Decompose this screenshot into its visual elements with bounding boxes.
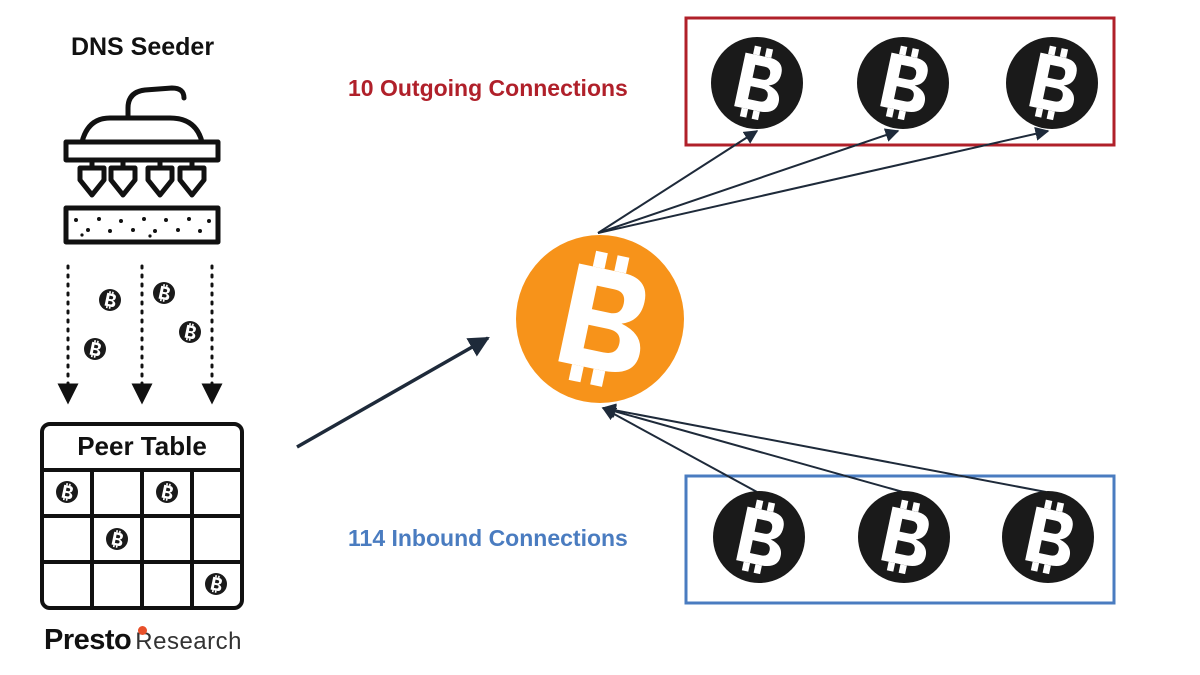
outgoing-peer-bitcoin-icon: [857, 37, 949, 129]
outgoing-connections-label: 10 Outgoing Connections: [348, 75, 628, 101]
inbound-connections-label: 114 Inbound Connections: [348, 525, 628, 551]
outgoing-arrow: [597, 128, 900, 234]
outgoing-peer-bitcoin-icon: [1006, 37, 1098, 129]
peer-table-grid: [40, 422, 244, 610]
inbound-peer-bitcoin-icon: [713, 491, 805, 583]
outgoing-connections-box: [684, 16, 1116, 147]
logo-dot-icon: [138, 626, 147, 635]
inbound-connections-box: [684, 474, 1116, 605]
seed-address-bitcoin-icon: [84, 338, 106, 360]
inbound-arrows: [601, 403, 1047, 493]
outgoing-arrow: [597, 130, 759, 234]
logo-wordmark-light: Research: [135, 628, 242, 655]
inbound-peer-bitcoin-icon: [858, 491, 950, 583]
dns-seeder-title: DNS Seeder: [70, 33, 215, 61]
seed-drop-arrows: [57, 264, 223, 405]
peer-table-entry-bitcoin-icon: [56, 481, 78, 503]
soil-dots: [74, 217, 211, 238]
outgoing-peer-bitcoin-icon: [711, 37, 803, 129]
peer-table-title: Peer Table: [77, 431, 207, 461]
inbound-peer-bitcoin-icon: [1002, 491, 1094, 583]
peer-table-entry-bitcoin-icon: [205, 573, 227, 595]
logo-wordmark-bold: Presto: [44, 624, 132, 656]
outgoing-arrows: [597, 126, 1050, 234]
peer-table-entry-bitcoin-icon: [156, 481, 178, 503]
bitcoin-nodes: [56, 37, 1098, 595]
peer-table-entry-bitcoin-icon: [106, 528, 128, 550]
inbound-arrow: [601, 407, 758, 493]
seed-address-bitcoin-icon: [179, 321, 201, 343]
seed-address-bitcoin-icon: [99, 289, 121, 311]
central-bitcoin-node: [516, 235, 684, 403]
inbound-arrow: [601, 403, 1047, 493]
peer-table-to-node-arrow: [296, 336, 490, 449]
seed-address-bitcoin-icon: [153, 282, 175, 304]
inbound-arrow: [601, 404, 904, 493]
outgoing-arrow: [597, 126, 1050, 234]
dns-seeder-icon: [63, 85, 221, 245]
